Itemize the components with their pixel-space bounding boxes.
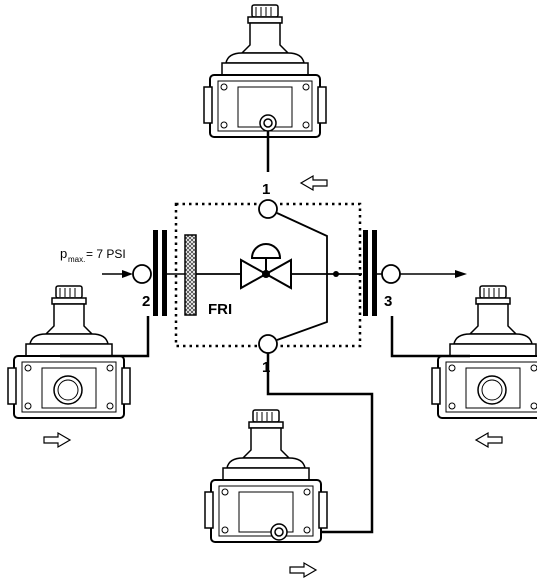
port-label-right: 3 [384,293,392,310]
inlet-flange [153,230,167,316]
port-label-top: 1 [262,181,270,198]
pressure-value: = 7 PSI [86,247,126,261]
pressure-symbol: p [60,246,67,261]
port-label-bottom: 1 [262,359,270,376]
right-connection-line [390,316,470,358]
internal-piping [196,212,362,341]
port-right-circle [381,264,401,284]
port-left-circle [132,264,152,284]
port-bottom-circle [258,334,278,354]
left-flow-arrow-icon [43,432,71,448]
outlet-arrow-icon [455,270,467,278]
filter-element [184,234,197,316]
filter-label: FRI [208,301,232,318]
right-device [431,285,537,419]
pressure-rating-label: p max. = 7 PSI [60,246,126,264]
port-label-left: 2 [142,293,150,310]
pressure-subscript: max. [68,255,85,264]
left-device [7,285,131,419]
top-device [203,4,327,138]
outlet-flange [363,230,377,316]
top-flow-arrow-icon [300,175,328,191]
inlet-arrow-icon [122,270,133,278]
left-connection-line [60,316,150,358]
junction-dot [333,271,339,277]
bottom-flow-arrow-icon [289,562,317,578]
bottom-connection-line [266,353,374,534]
port-top-circle [258,199,278,219]
bottom-device [204,409,328,543]
right-flow-arrow-icon [475,432,503,448]
solenoid-valve-symbol [240,243,292,290]
